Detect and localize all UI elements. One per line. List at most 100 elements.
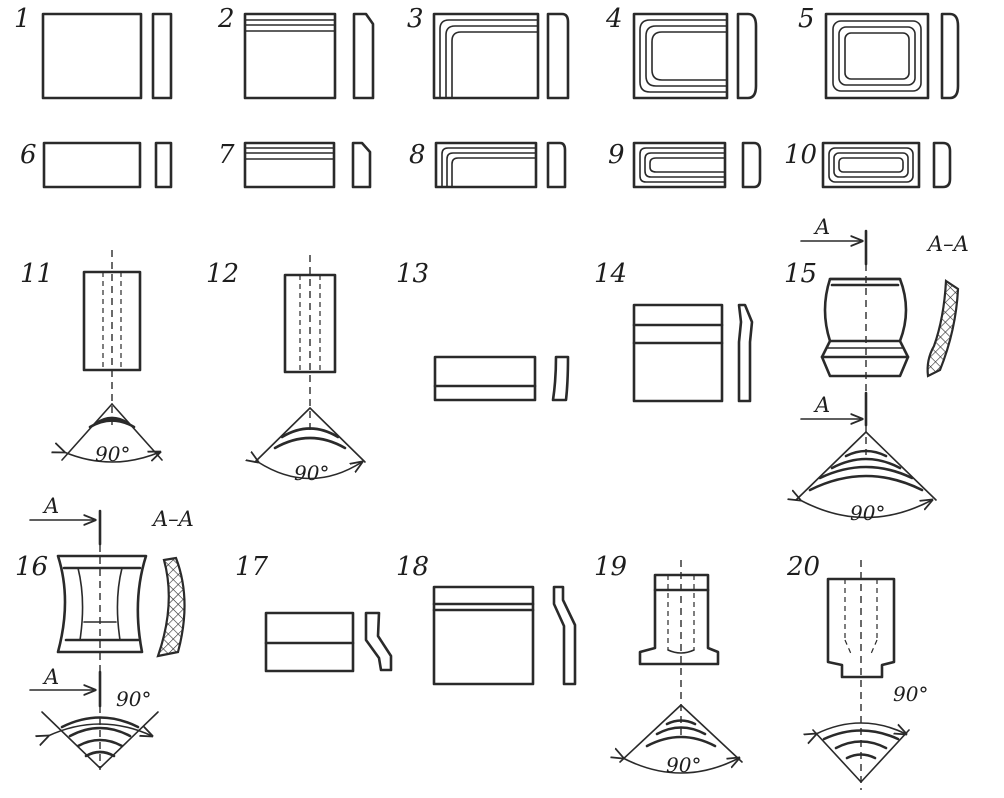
shape-profile (552, 585, 577, 686)
shape-face (41, 12, 143, 100)
arc-block (845, 753, 877, 760)
figure-number: 5 (798, 4, 815, 34)
section-profile (926, 279, 960, 378)
arc-block (655, 726, 707, 736)
edge-line (651, 31, 728, 81)
shape-face (56, 554, 148, 654)
shape-profile (741, 141, 762, 189)
arc-block (808, 474, 924, 492)
figure-number: 7 (218, 140, 235, 170)
figure-number: 14 (594, 259, 627, 289)
angle-leg (254, 407, 311, 463)
arc-block (280, 427, 340, 439)
arc-block (818, 465, 914, 480)
angle-arc (64, 452, 160, 463)
shape-12: 12 90° (206, 255, 366, 485)
shape-profile (940, 12, 960, 100)
shape-10: 10 (784, 140, 952, 189)
section-title: A–A (926, 232, 969, 256)
figure-number: 18 (396, 552, 429, 582)
shape-15: 15 A A–A A 90° (784, 215, 969, 525)
edge-line (820, 339, 910, 359)
edge-line (828, 147, 914, 183)
figure-number: 10 (784, 140, 817, 170)
angle-label: 90° (850, 501, 885, 525)
shape-face (821, 141, 921, 189)
arc-block (665, 719, 697, 726)
edge-line (844, 32, 910, 80)
edge-line (439, 19, 539, 99)
shape-14: 14 (594, 259, 754, 403)
section-marker: A (813, 393, 830, 417)
figure-number: 17 (235, 552, 269, 582)
shape-face (283, 273, 337, 374)
shape-2: 2 (217, 4, 375, 100)
angle-arc (258, 462, 362, 480)
shape-16: 16 A A–A A 90° (15, 494, 194, 770)
shape-profile (737, 303, 754, 403)
shape-face (432, 585, 535, 686)
shape-11: 11 90° (20, 250, 162, 466)
shape-7: 7 (218, 140, 372, 189)
arc-block (645, 735, 717, 748)
arc-block (830, 457, 902, 470)
shape-face (243, 12, 337, 100)
figure-number: 16 (15, 552, 48, 582)
arc-block (84, 750, 116, 758)
shape-8: 8 (409, 140, 567, 189)
shape-face (638, 573, 720, 666)
angle-label: 90° (116, 687, 151, 711)
edge-line (445, 25, 539, 99)
shape-profile (932, 141, 952, 189)
edge-line (451, 157, 537, 188)
hidden-line (869, 639, 878, 657)
shape-5: 5 (798, 4, 960, 100)
section-marker: A (42, 665, 59, 689)
shape-20: 20 90° (786, 552, 928, 790)
figure-number: 12 (206, 259, 239, 289)
shape-face (42, 141, 142, 189)
figure-number: 15 (784, 259, 817, 289)
shape-face (632, 12, 729, 100)
angle-leg (795, 431, 867, 501)
angle-arc (623, 758, 739, 774)
angle-arc (816, 722, 906, 734)
section-marker: A (42, 494, 59, 518)
section-marker: A (813, 215, 830, 239)
shape-face (632, 303, 724, 403)
figure-number: 2 (217, 4, 235, 34)
hidden-line (844, 639, 853, 657)
shape-face (824, 12, 930, 100)
arc-block (60, 716, 140, 729)
figure-number: 20 (786, 552, 820, 582)
shape-profile (736, 12, 758, 100)
angle-label: 90° (666, 753, 701, 777)
edge-line (451, 31, 539, 99)
shape-face (432, 12, 540, 100)
shape-6: 6 (20, 140, 173, 189)
figure-number: 8 (409, 140, 426, 170)
edge-line (838, 157, 904, 173)
figure-number: 13 (396, 259, 429, 289)
shape-profile (364, 611, 393, 672)
edge-line (639, 19, 728, 93)
shape-profile (546, 141, 567, 189)
edge-line (446, 152, 537, 188)
shape-17: 17 (235, 552, 393, 673)
angle-label: 90° (893, 682, 928, 706)
edge-line (667, 649, 695, 654)
shape-profile (351, 141, 372, 189)
angle-leg (865, 431, 937, 501)
edge-line (833, 152, 909, 178)
figure-number: 1 (14, 4, 31, 34)
shape-face (434, 141, 538, 189)
angle-leg (309, 407, 366, 463)
figure-number: 3 (407, 4, 424, 34)
section-title: A–A (151, 507, 194, 531)
figure-number: 4 (605, 4, 623, 34)
shape-profile (546, 12, 570, 100)
shape-18: 18 (396, 552, 577, 686)
shape-3: 3 (407, 4, 570, 100)
shape-face (632, 141, 727, 189)
